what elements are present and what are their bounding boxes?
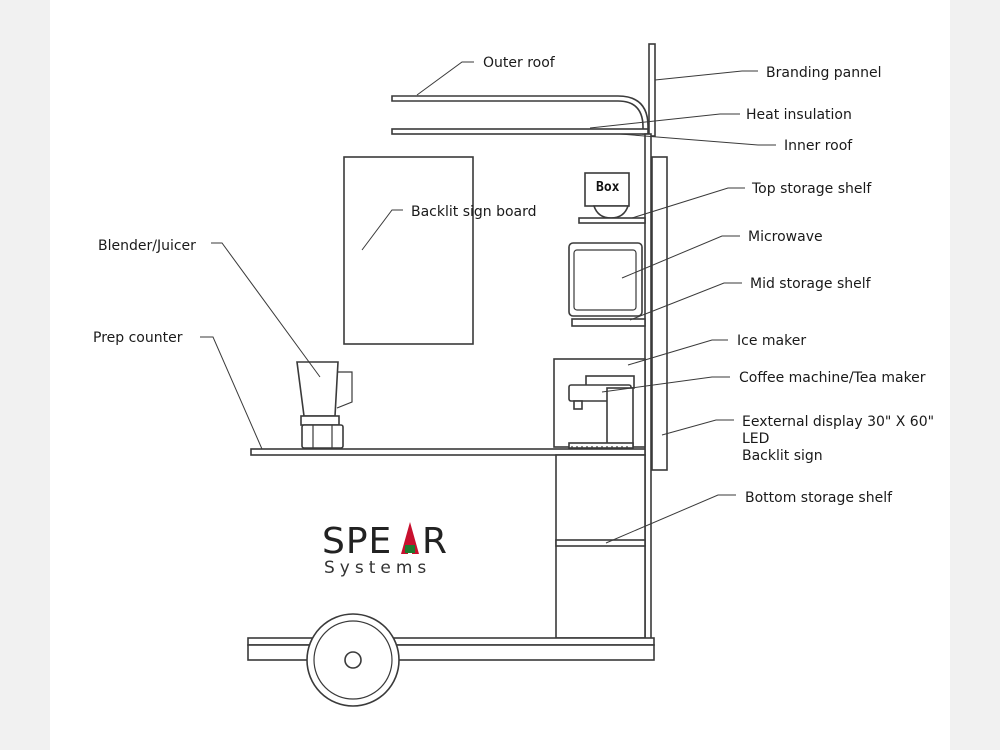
drawing-sheet (50, 0, 950, 750)
label-mid-storage-shelf: Mid storage shelf (750, 276, 872, 292)
label-external-display-line1: Eexternal display 30" X 60" (742, 414, 934, 430)
leader-prep-counter (200, 336, 263, 450)
blender-handle (336, 371, 353, 409)
label-inner-roof: Inner roof (784, 138, 853, 154)
microwave-icon (568, 242, 643, 317)
label-heat-insulation: Heat insulation (746, 107, 852, 123)
leader-sign-board (361, 209, 403, 251)
leader-blender (211, 242, 321, 378)
leader-outer-roof (416, 61, 474, 96)
label-blender-juicer: Blender/Juicer (98, 238, 196, 254)
coffee-drip-tray (568, 442, 634, 449)
branding-panel (648, 43, 656, 137)
logo-subtitle: Systems (324, 558, 431, 578)
top-storage-shelf (578, 217, 646, 224)
blender-base (301, 424, 344, 449)
label-outer-roof: Outer roof (483, 55, 556, 71)
leader-external-display (661, 419, 734, 436)
leader-bottom-shelf (605, 494, 736, 544)
bottom-storage-shelf (555, 539, 646, 547)
logo-text-right: R (422, 521, 448, 562)
leader-mid-shelf (629, 282, 742, 321)
callout-labels: Outer roof Branding pannel Heat insulati… (93, 55, 934, 506)
spear-systems-logo: SPE R Systems (322, 521, 448, 578)
label-bottom-storage-shelf: Bottom storage shelf (745, 490, 893, 506)
label-external-display-line2: LED (742, 431, 769, 447)
external-display (651, 156, 668, 471)
bowl-icon (592, 205, 630, 219)
leader-heat-insulation (589, 113, 740, 129)
label-external-display-line3: Backlit sign (742, 448, 823, 464)
inner-roof (391, 128, 649, 135)
leader-microwave (621, 235, 740, 279)
label-microwave: Microwave (748, 229, 823, 245)
box-label: Box (596, 180, 620, 195)
label-branding-panel: Branding pannel (766, 65, 882, 81)
backlit-sign-board (343, 156, 474, 345)
label-coffee-machine: Coffee machine/Tea maker (739, 370, 926, 386)
leader-coffee-machine (601, 376, 730, 393)
coffee-machine-body (606, 387, 634, 447)
blender-collar (300, 415, 340, 426)
label-top-storage-shelf: Top storage shelf (751, 181, 872, 197)
prep-counter (250, 448, 646, 456)
mid-storage-shelf (571, 318, 646, 327)
blender-jar (296, 361, 339, 417)
coffee-spout (573, 400, 583, 410)
leader-inner-roof (619, 133, 776, 146)
logo-text-left: SPE (322, 521, 392, 562)
label-prep-counter: Prep counter (93, 330, 183, 346)
leader-top-shelf (631, 187, 745, 219)
label-ice-maker: Ice maker (737, 333, 806, 349)
leader-lines (200, 61, 776, 544)
drip-grate (571, 446, 628, 449)
cart-post (644, 133, 652, 641)
leader-ice-maker (627, 339, 728, 366)
leader-branding-panel (654, 70, 758, 81)
label-backlit-sign-board: Backlit sign board (411, 204, 537, 220)
box-icon (584, 172, 630, 207)
chassis-top (247, 637, 655, 646)
wheel-hub (344, 651, 362, 669)
logo-door-icon (405, 545, 415, 553)
microwave-door (573, 249, 637, 311)
wheel-rim (313, 620, 393, 700)
